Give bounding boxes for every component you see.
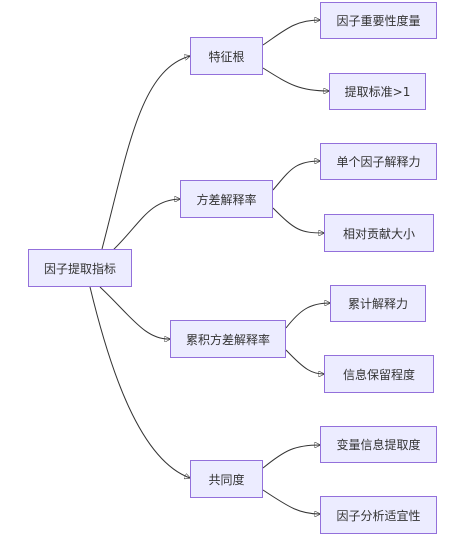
leaf-node-0-0: 因子重要性度量 [320, 2, 437, 39]
leaf-node-3-1: 因子分析适宜性 [320, 496, 437, 534]
branch-node-1: 方差解释率 [180, 180, 273, 218]
edge-branch-3-child-1 [262, 489, 320, 514]
edge-branch-3-child-0 [262, 445, 320, 469]
edge-root-to-branch-2 [99, 286, 170, 339]
leaf-node-1-0: 单个因子解释力 [320, 143, 437, 180]
edge-branch-1-child-1 [272, 207, 324, 233]
edge-root-to-branch-0 [101, 56, 190, 250]
edge-branch-1-child-0 [272, 161, 320, 191]
edge-root-to-branch-1 [109, 199, 180, 254]
edge-branch-0-child-0 [262, 20, 320, 46]
root-node: 因子提取指标 [28, 249, 132, 287]
edge-branch-2-child-0 [285, 303, 330, 329]
leaf-node-2-0: 累计解释力 [330, 285, 426, 322]
leaf-node-3-0: 变量信息提取度 [320, 426, 437, 463]
edge-root-to-branch-3 [89, 286, 190, 478]
leaf-node-0-1: 提取标准>1 [329, 73, 426, 110]
edge-branch-0-child-1 [262, 67, 329, 91]
leaf-node-1-1: 相对贡献大小 [324, 214, 434, 252]
branch-node-0: 特征根 [190, 37, 263, 75]
branch-node-3: 共同度 [190, 460, 263, 498]
leaf-node-2-1: 信息保留程度 [324, 355, 434, 393]
branch-node-2: 累积方差解释率 [170, 320, 286, 358]
edge-branch-2-child-1 [285, 349, 324, 374]
